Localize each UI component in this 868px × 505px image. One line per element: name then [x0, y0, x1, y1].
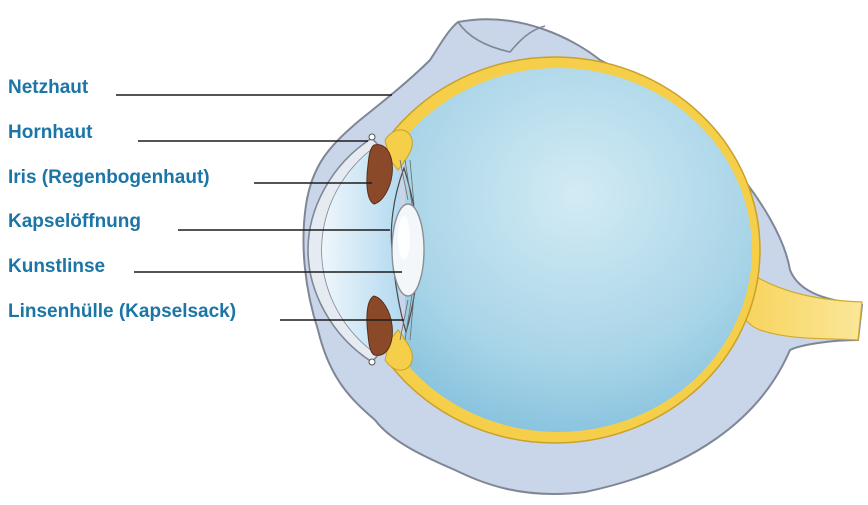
label-artificial-lens: Kunstlinse — [8, 256, 105, 278]
marker-bottom — [369, 359, 375, 365]
label-retina: Netzhaut — [8, 77, 88, 99]
label-cornea: Hornhaut — [8, 122, 92, 144]
label-capsular-bag: Linsenhülle (Kapselsack) — [8, 301, 236, 323]
label-capsule-opening: Kapselöffnung — [8, 211, 141, 233]
marker-top — [369, 134, 375, 140]
label-iris: Iris (Regenbogenhaut) — [8, 167, 210, 189]
lens-highlight — [398, 216, 410, 260]
